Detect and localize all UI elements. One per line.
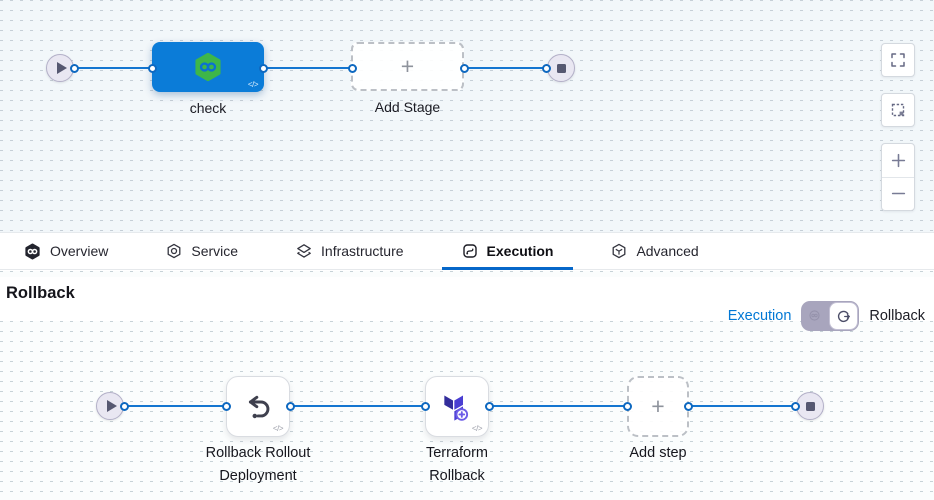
- undo-icon: [248, 395, 269, 419]
- tab-execution[interactable]: Execution: [441, 233, 574, 270]
- edge: [688, 405, 795, 407]
- zoom-control-group: [881, 143, 915, 211]
- tab-advanced[interactable]: Advanced: [591, 233, 718, 269]
- marquee-select-button[interactable]: [881, 93, 915, 127]
- edge: [464, 67, 546, 69]
- tab-label: Infrastructure: [321, 243, 404, 259]
- marquee-select-icon: [891, 103, 905, 117]
- connector-port[interactable]: [459, 63, 469, 73]
- add-step-button[interactable]: +: [627, 376, 689, 437]
- stage-config-tabs: Overview Service Infrastructure Executio…: [0, 232, 934, 270]
- connector-port[interactable]: [147, 63, 157, 73]
- connector-port[interactable]: [69, 63, 79, 73]
- add-step-label: Add step: [629, 445, 687, 461]
- step-label: Rollback Rollout Deployment: [190, 442, 326, 488]
- connector-port[interactable]: [258, 63, 268, 73]
- tab-label: Service: [191, 243, 239, 259]
- pipeline-end-node[interactable]: [547, 54, 575, 82]
- code-badge: </>: [272, 424, 284, 433]
- stage-label: check: [189, 100, 227, 116]
- tab-overview[interactable]: Overview: [4, 233, 128, 269]
- execution-rollback-switcher: Execution Rollback: [728, 301, 925, 331]
- rollback-header: [0, 277, 934, 321]
- edge: [263, 67, 352, 69]
- rollback-end-node[interactable]: [796, 392, 824, 420]
- connector-port[interactable]: [541, 63, 551, 73]
- edge: [74, 67, 152, 69]
- terraform-icon: [444, 395, 469, 421]
- play-icon: [57, 62, 67, 74]
- fullscreen-icon: [891, 53, 905, 67]
- zoom-in-icon: [891, 153, 905, 167]
- play-icon: [107, 400, 117, 412]
- step-label-line: Rollback Rollout: [205, 445, 311, 461]
- add-stage-button[interactable]: +: [351, 42, 464, 91]
- connector-port[interactable]: [285, 401, 295, 411]
- connector-port[interactable]: [790, 401, 800, 411]
- execution-mode-label[interactable]: Execution: [727, 308, 792, 324]
- rollback-mode-label[interactable]: Rollback: [869, 308, 925, 324]
- tab-label: Execution: [486, 243, 554, 259]
- fullscreen-button[interactable]: [881, 43, 915, 77]
- harness-logo-icon: [25, 243, 40, 259]
- connector-port[interactable]: [683, 401, 693, 411]
- stop-icon: [556, 63, 566, 73]
- step-label-line: Rollback: [429, 468, 485, 484]
- execution-rollback-toggle[interactable]: [801, 301, 860, 331]
- service-icon: [167, 243, 181, 259]
- add-stage-label: Add Stage: [374, 99, 441, 115]
- tab-service[interactable]: Service: [146, 233, 258, 269]
- step-label-line: Terraform: [425, 445, 489, 461]
- code-badge: </>: [247, 80, 259, 89]
- connector-port[interactable]: [484, 401, 494, 411]
- edge: [124, 405, 226, 407]
- toggle-thumb: [829, 302, 859, 330]
- step-node-rollback-rollout-deployment[interactable]: </>: [226, 376, 290, 437]
- zoom-in-button[interactable]: [882, 144, 914, 178]
- step-label: Terraform Rollback: [389, 442, 525, 488]
- rollback-section-title: Rollback: [6, 284, 75, 302]
- plus-icon: +: [651, 393, 665, 419]
- plus-icon: +: [400, 53, 415, 79]
- pipeline-start-node[interactable]: [46, 54, 74, 82]
- infrastructure-icon: [297, 244, 311, 258]
- execution-mode-icon: [809, 310, 820, 321]
- rollback-mode-icon: [838, 310, 851, 322]
- step-label-line: Deployment: [219, 468, 297, 484]
- edge: [489, 405, 627, 407]
- execution-icon: [462, 244, 477, 258]
- stop-icon: [805, 401, 815, 411]
- tab-label: Overview: [50, 243, 109, 259]
- connector-port[interactable]: [119, 401, 129, 411]
- stage-canvas[interactable]: </> check + Add Stage: [0, 0, 934, 232]
- connector-port[interactable]: [347, 63, 357, 73]
- stage-node-check[interactable]: </>: [152, 42, 264, 92]
- tab-label: Advanced: [636, 243, 699, 259]
- connector-port[interactable]: [420, 401, 430, 411]
- tab-infrastructure[interactable]: Infrastructure: [276, 233, 423, 269]
- step-node-terraform-rollback[interactable]: </>: [425, 376, 489, 437]
- zoom-out-icon: [891, 192, 905, 195]
- harness-logo-icon: [195, 52, 221, 82]
- connector-port[interactable]: [622, 401, 632, 411]
- edge: [290, 405, 425, 407]
- zoom-out-button[interactable]: [882, 178, 914, 211]
- code-badge: </>: [471, 424, 483, 433]
- connector-port[interactable]: [221, 401, 231, 411]
- advanced-icon: [612, 243, 626, 259]
